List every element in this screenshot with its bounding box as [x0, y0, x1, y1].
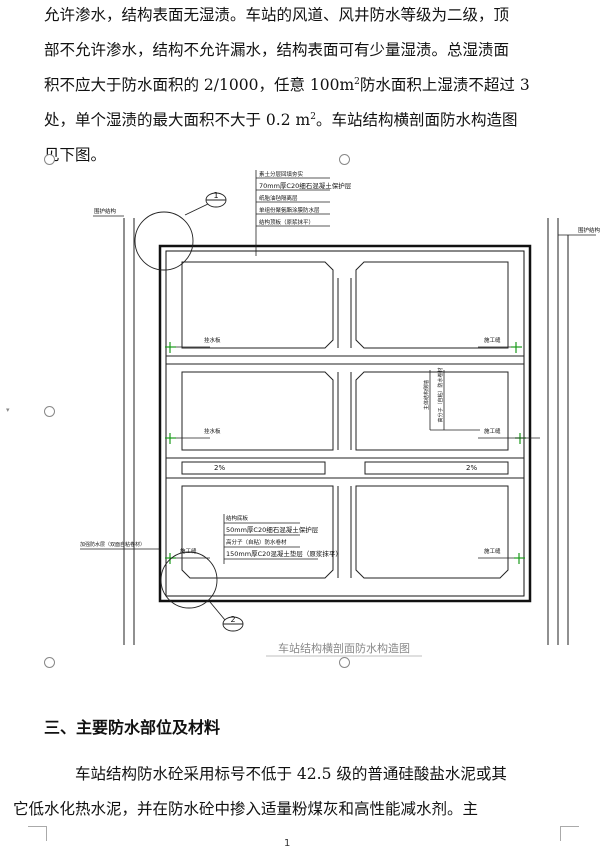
label-retaining-right: 围护结构 [578, 226, 601, 234]
label-joint-2: 施工缝 [484, 427, 501, 435]
roof-layer-5: 结构顶板（原浆抹平） [259, 218, 314, 226]
paragraph-materials: 车站结构防水砼采用标号不低于 42.5 级的普通硅酸盐水泥或其 它低水化热水泥，… [13, 757, 564, 827]
detail-number-2: 2 [230, 615, 235, 624]
text-line: 它低水化热水泥，并在防水砼中掺入适量粉煤灰和高性能减水剂。主 [13, 800, 479, 818]
text-line: 积不应大于防水面积的 2/1000，任意 100m2防水面积上湿渍不超过 3 [44, 76, 530, 94]
roof-layer-2: 70mm厚C20细石混凝土保护层 [259, 181, 352, 190]
image-handle[interactable] [339, 657, 350, 668]
text-line: 见下图。 [44, 146, 107, 164]
retaining-walls [123, 218, 569, 645]
inner-structure [165, 250, 525, 597]
roof-layer-1: 素土分层回填夯实 [259, 170, 304, 178]
detail-number-1: 1 [213, 191, 218, 200]
floor-layer-2: 50mm厚C20细石混凝土保护层 [226, 525, 319, 534]
image-handle[interactable] [339, 154, 350, 165]
section-heading: 三、主要防水部位及材料 [44, 718, 221, 737]
label-waterstop-1: 挂水板 [204, 336, 221, 344]
page-corner-right [560, 826, 579, 841]
text-line: 部不允许渗水，结构不允许漏水，结构表面可有少量湿渍。总湿渍面 [44, 41, 510, 59]
label-vertical-a: 主体结构侧墙 [423, 380, 430, 410]
image-handle[interactable] [44, 657, 55, 668]
page-number: 1 [284, 838, 291, 849]
roof-layer-3: 纸胎油毡隔离层 [259, 194, 298, 202]
label-side-membrane: 加强防水层（双面自粘卷材） [80, 541, 145, 548]
label-joint-3: 施工缝 [180, 547, 197, 555]
text-line: 车站结构防水砼采用标号不低于 42.5 级的普通硅酸盐水泥或其 [75, 765, 507, 783]
roof-leader [255, 170, 330, 256]
label-slope-right: 2% [466, 464, 477, 472]
floor-leader [223, 514, 318, 564]
detail-circle-1[interactable] [134, 211, 194, 271]
label-vertical-b: 高分子（自粘）防水卷材 [437, 367, 444, 422]
label-waterstop-2: 挂水板 [204, 427, 221, 435]
detail-circle-2[interactable] [160, 551, 218, 609]
paragraph-intro: 允许渗水，结构表面无湿渍。车站的风道、风井防水等级为二级，顶 部不允许渗水，结构… [44, 0, 564, 173]
outer-structure [158, 244, 532, 603]
roof-layer-4: 单组份聚氨酯涂膜防水层 [259, 206, 320, 214]
label-slope-left: 2% [214, 464, 225, 472]
label-joint-4: 施工缝 [484, 547, 501, 555]
chambers [166, 261, 524, 579]
text-line: 允许渗水，结构表面无湿渍。车站的风道、风井防水等级为二级，顶 [44, 6, 510, 24]
image-handle[interactable] [44, 406, 55, 417]
floor-layer-1: 结构底板 [226, 514, 249, 522]
cross-section-drawing[interactable]: 素土分层回填夯实 70mm厚C20细石混凝土保护层 纸胎油毡隔离层 单组份聚氨酯… [0, 0, 605, 700]
image-handle[interactable] [44, 154, 55, 165]
text-line: 处，单个湿渍的最大面积不大于 0.2 m2。车站结构横剖面防水构造图 [44, 111, 518, 129]
floor-layer-4: 150mm厚C20混凝土垫层（原浆抹平） [226, 549, 342, 558]
label-joint-1: 施工缝 [484, 336, 501, 344]
drawing-caption: 车站结构横剖面防水构造图 [278, 641, 410, 655]
floor-layer-3: 高分子（自粘）防水卷材 [226, 538, 287, 546]
label-retaining-left: 围护结构 [94, 207, 117, 215]
margin-marker-icon: ▾ [6, 406, 10, 414]
page-corner-left [28, 826, 47, 841]
